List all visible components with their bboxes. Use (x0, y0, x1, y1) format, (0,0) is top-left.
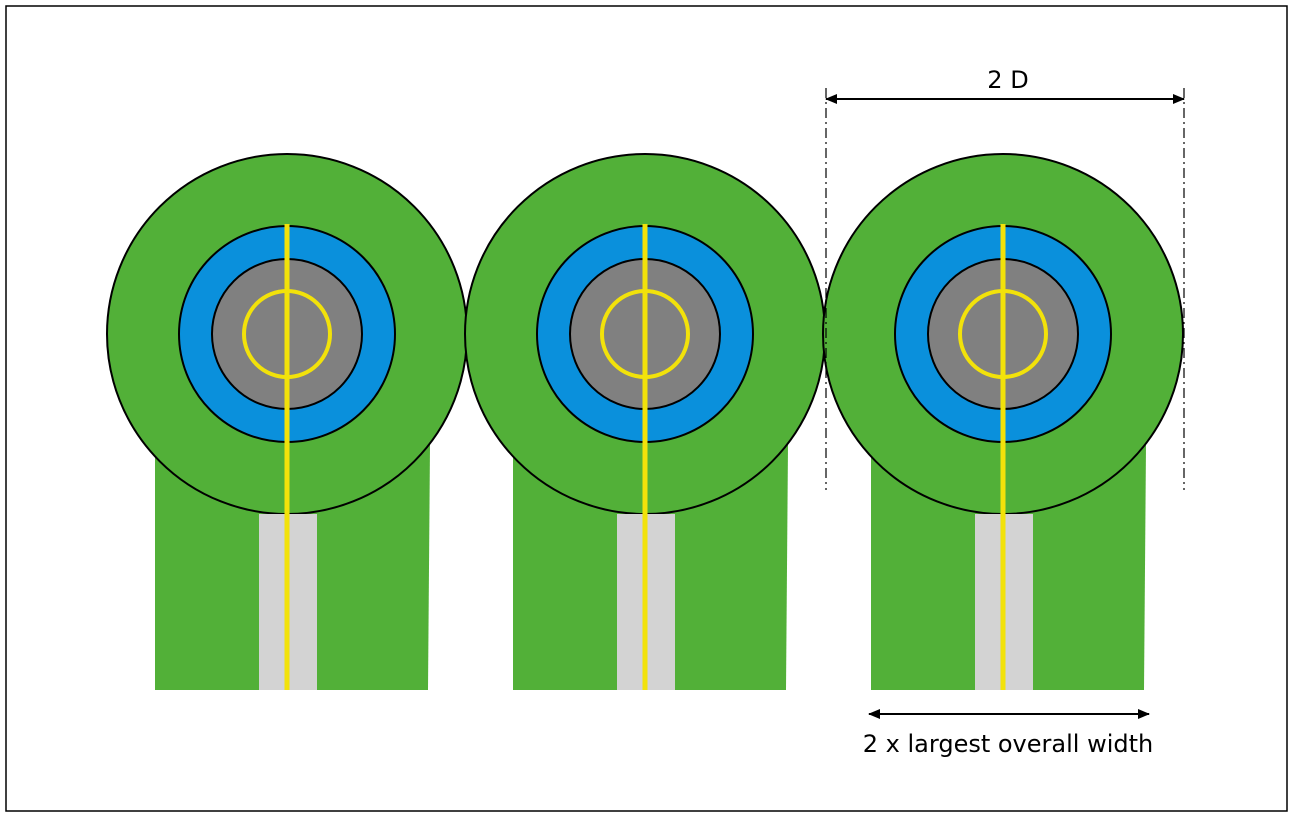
spacing-label: 2 D (987, 66, 1028, 94)
width-dimension: 2 x largest overall width (863, 709, 1153, 758)
cable-3 (822, 153, 1184, 690)
width-label: 2 x largest overall width (863, 730, 1153, 758)
cable-1 (106, 153, 468, 690)
spacing-dimension: 2 D (825, 66, 1185, 490)
cables-group (106, 153, 1184, 690)
cable-2 (464, 153, 826, 690)
